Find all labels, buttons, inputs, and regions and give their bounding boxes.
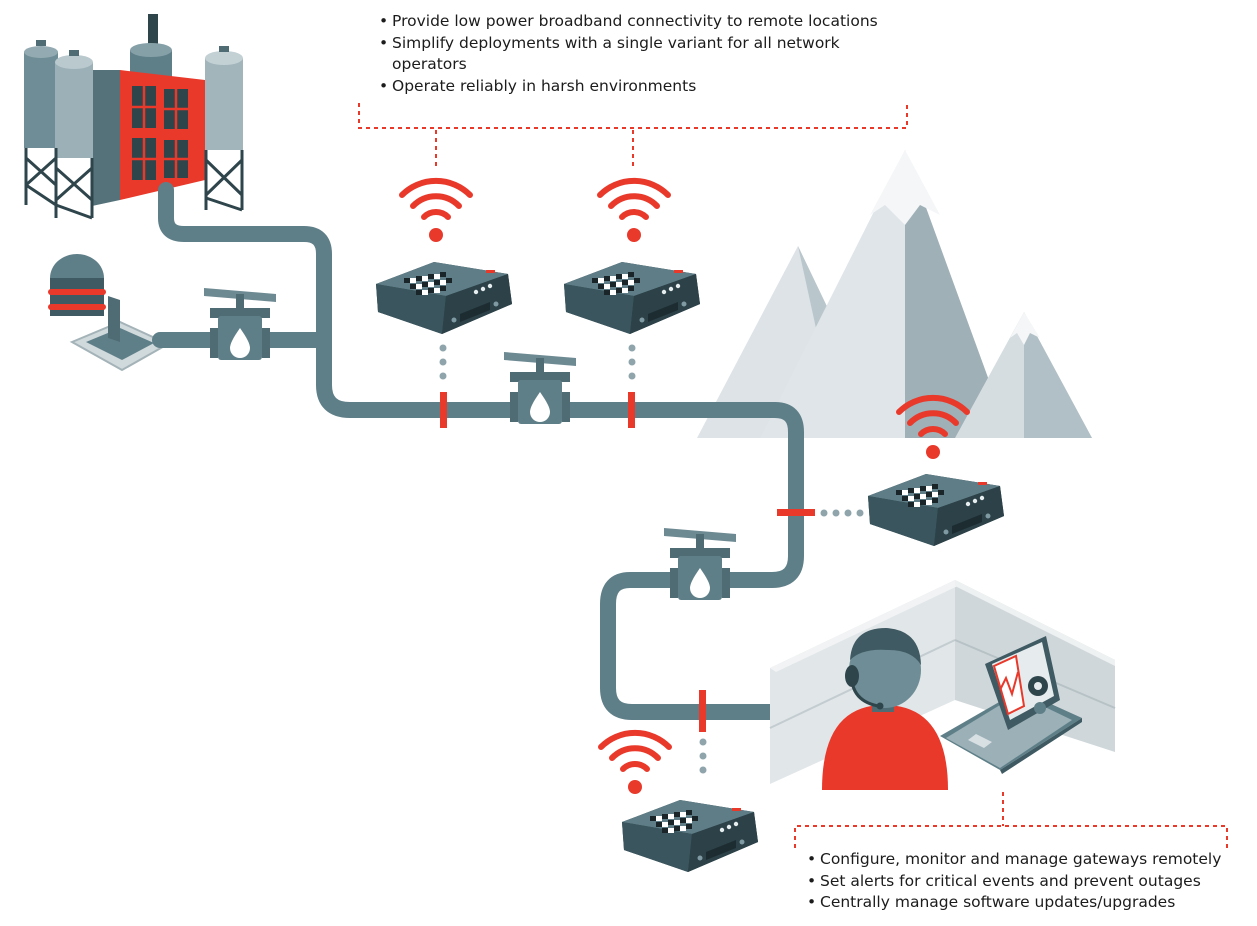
pipeline <box>152 182 804 720</box>
benefit-item: Operate reliably in harsh environments <box>378 76 898 98</box>
benefit-item: Provide low power broadband connectivity… <box>378 11 898 33</box>
mountains <box>697 150 1092 438</box>
gateway-device <box>868 474 1004 546</box>
connection-markers <box>440 392 815 732</box>
gateway-device <box>622 800 758 872</box>
bottom-callout-bracket <box>794 792 1228 848</box>
operator-workstation <box>769 580 1116 790</box>
gateway-device <box>564 262 700 334</box>
benefit-item: Centrally manage software updates/upgrad… <box>806 892 1246 914</box>
dotted-links <box>439 344 864 774</box>
factory-illustration <box>24 14 244 220</box>
gateway-device <box>376 262 512 334</box>
benefits-list-bottom: Configure, monitor and manage gateways r… <box>806 849 1246 914</box>
benefits-list-top: Provide low power broadband connectivity… <box>378 11 898 97</box>
wifi-signal-icon <box>600 181 668 242</box>
top-callout-bracket <box>358 103 908 168</box>
valve-icon <box>664 528 736 600</box>
valve-icon <box>504 352 576 424</box>
benefit-item: Set alerts for critical events and preve… <box>806 871 1246 893</box>
benefit-item: Configure, monitor and manage gateways r… <box>806 849 1246 871</box>
valve-icon <box>204 288 276 360</box>
benefit-item: Simplify deployments with a single varia… <box>378 33 898 76</box>
tank-illustration <box>48 254 171 372</box>
wifi-signal-icon <box>402 181 470 242</box>
wifi-signal-icon <box>601 733 669 794</box>
